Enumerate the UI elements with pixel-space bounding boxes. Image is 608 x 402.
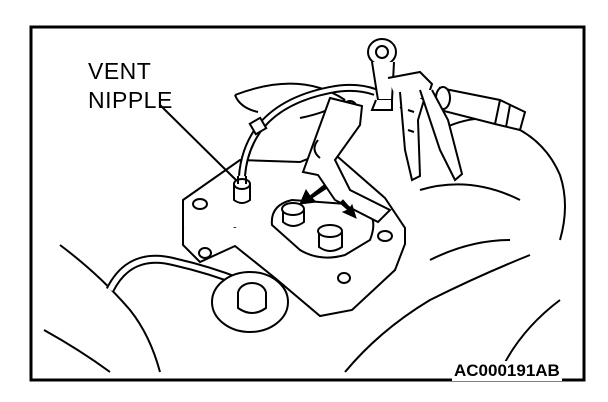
solenoid-valves (281, 202, 343, 252)
vent-nipple (233, 176, 251, 204)
hose-fitting-port (211, 271, 289, 333)
vacuum-hose (238, 83, 377, 177)
figure-frame (29, 25, 586, 382)
callout-leader-line (159, 104, 237, 181)
callout-label-nipple: NIPPLE (88, 87, 173, 113)
callout-label-vent: VENT (88, 58, 152, 84)
hand-vacuum-pump (367, 38, 464, 182)
air-hose-lower (105, 254, 242, 293)
upper-stay-bracket (301, 96, 392, 224)
indicator-arrows (299, 184, 357, 219)
figure-code-label: AC000191AB (452, 361, 562, 381)
